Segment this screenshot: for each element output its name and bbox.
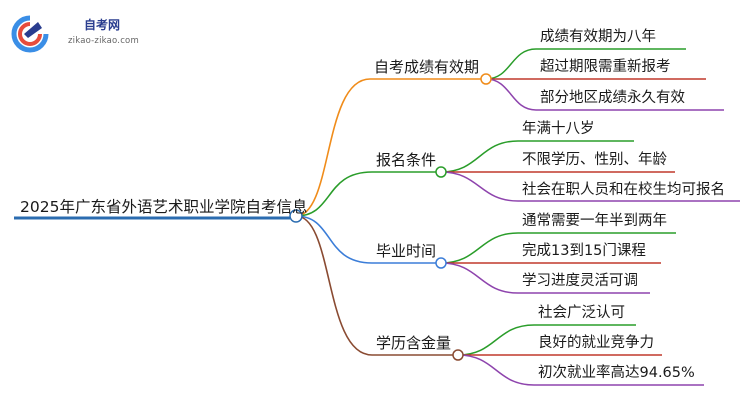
root-topic[interactable]: 2025年广东省外语艺术职业学院自考信息	[20, 198, 308, 216]
branch-connector	[295, 215, 373, 356]
branch-graduation-time[interactable]: 毕业时间	[376, 242, 437, 260]
leaf-item[interactable]: 超过期限需重新报考	[540, 59, 671, 75]
root-node-dot	[289, 209, 303, 223]
branch-node-dot	[435, 257, 447, 269]
branch-connector	[295, 78, 371, 217]
leaf-item[interactable]: 学习进度灵活可调	[522, 273, 638, 289]
leaf-connector	[457, 324, 535, 356]
branch-connector	[295, 171, 373, 217]
leaf-item[interactable]: 初次就业率高达94.65%	[538, 365, 695, 381]
leaf-connector	[440, 262, 519, 294]
leaf-item[interactable]: 社会在职人员和在校生均可报名	[522, 182, 725, 198]
leaf-item[interactable]: 完成13到15门课程	[522, 243, 646, 259]
leaf-connector	[485, 48, 537, 80]
logo-icon	[11, 15, 49, 53]
leaf-item[interactable]: 通常需要一年半到两年	[522, 213, 667, 229]
branch-node-dot	[452, 349, 464, 361]
leaf-item[interactable]: 年满十八岁	[522, 121, 595, 137]
leaf-connector	[440, 171, 519, 202]
leaf-item[interactable]: 部分地区成绩永久有效	[540, 90, 685, 106]
leaf-item[interactable]: 不限学历、性别、年龄	[522, 152, 667, 168]
logo-url: zikao-zikao.com	[68, 36, 139, 46]
site-logo[interactable]: 自考网 zikao-zikao.com	[8, 14, 139, 54]
leaf-connector	[440, 140, 519, 173]
branch-score-validity[interactable]: 自考成绩有效期	[374, 58, 480, 76]
leaf-item[interactable]: 良好的就业竞争力	[538, 335, 654, 351]
branch-node-dot	[435, 166, 447, 178]
branch-registration-conditions[interactable]: 报名条件	[376, 151, 437, 169]
leaf-item[interactable]: 成绩有效期为八年	[540, 29, 656, 45]
branch-degree-value[interactable]: 学历含金量	[376, 334, 452, 352]
leaf-connector	[457, 354, 535, 386]
branch-node-dot	[480, 73, 492, 85]
leaf-connector	[485, 78, 537, 111]
branch-connector	[295, 215, 373, 264]
leaf-item[interactable]: 社会广泛认可	[538, 305, 625, 321]
leaf-connector	[440, 232, 519, 264]
logo-name: 自考网	[84, 18, 121, 32]
